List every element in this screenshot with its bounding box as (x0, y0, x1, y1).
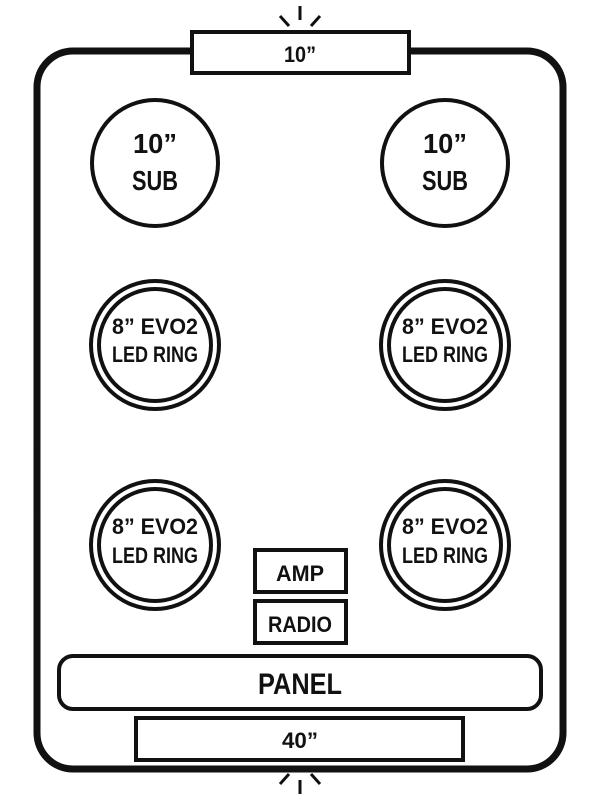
led-ring-label: LED RING (402, 342, 488, 367)
led-ring-label: LED RING (402, 543, 488, 568)
panel-box: PANEL (57, 654, 543, 711)
led-ring-model: 8” EVO2 (402, 314, 488, 339)
sub-label: SUB (422, 165, 468, 196)
led-ring-model: 8” EVO2 (402, 514, 488, 539)
panel-label: PANEL (258, 668, 342, 701)
sub-left: 10” SUB (90, 98, 220, 228)
led-ring-label: LED RING (112, 543, 198, 568)
sub-size: 10” (133, 128, 177, 159)
amp-label: AMP (276, 561, 324, 586)
top-dimension-label: 10” (284, 42, 316, 67)
top-dimension-box (190, 30, 411, 75)
led-ring-bottom-right: 8” EVO2 LED RING (379, 479, 511, 611)
bottom-dimension-indicator (278, 772, 322, 794)
sub-size: 10” (423, 128, 467, 159)
bottom-dimension-box (134, 716, 465, 762)
led-ring-model: 8” EVO2 (112, 314, 198, 339)
led-ring-top-right: 8” EVO2 LED RING (379, 279, 511, 411)
led-ring-bottom-left: 8” EVO2 LED RING (89, 479, 221, 611)
led-ring-label: LED RING (112, 342, 198, 367)
radio-box: RADIO (253, 599, 348, 645)
led-ring-model: 8” EVO2 (112, 514, 198, 539)
amp-box: AMP (253, 548, 348, 594)
top-dimension-indicator (278, 6, 322, 28)
sub-right: 10” SUB (380, 98, 510, 228)
bottom-dimension-label: 40” (282, 728, 318, 753)
led-ring-top-left: 8” EVO2 LED RING (89, 279, 221, 411)
sub-label: SUB (132, 165, 178, 196)
radio-label: RADIO (268, 612, 332, 637)
